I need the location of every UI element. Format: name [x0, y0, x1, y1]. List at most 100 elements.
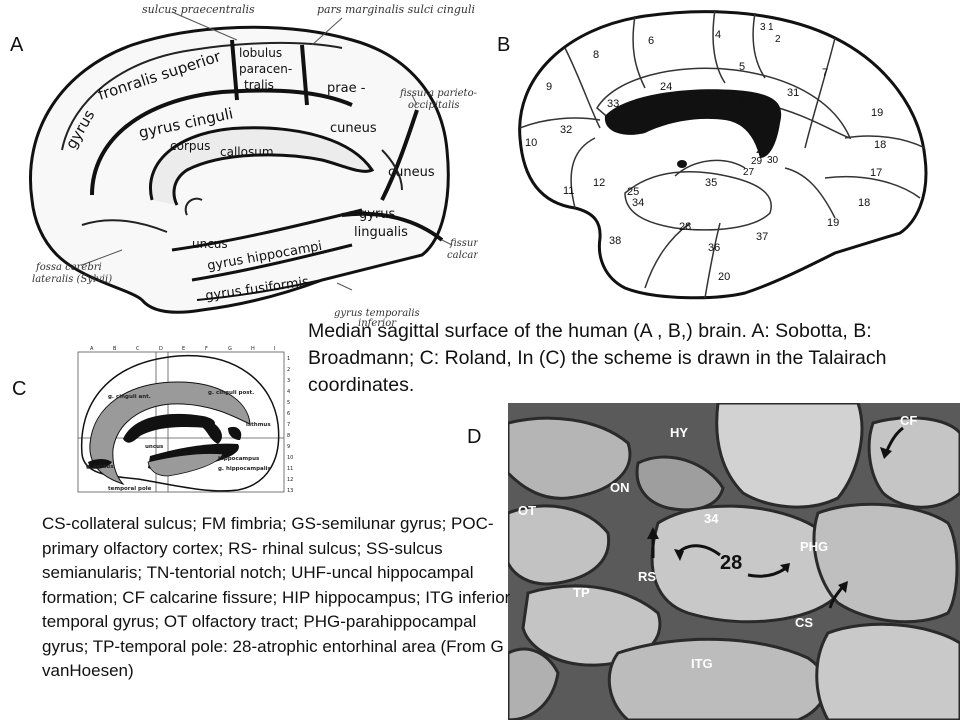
c-label-cinguli-ant: g. cinguli ant.: [108, 394, 151, 400]
c-grid-9: 9: [287, 444, 290, 450]
b-area-20: 20: [718, 271, 730, 283]
b-area-24: 24: [660, 81, 672, 93]
c-grid-g: G: [228, 346, 232, 352]
b-area-33: 33: [607, 98, 619, 110]
a-label-gyrus-lingualis-1: gyrus: [359, 207, 396, 222]
b-area-36: 36: [708, 242, 720, 254]
b-area-4: 4: [715, 29, 721, 41]
b-area-1: 1: [768, 22, 774, 33]
c-grid-12: 12: [287, 477, 293, 483]
b-area-31: 31: [787, 87, 799, 99]
c-grid-1: 1: [287, 356, 290, 362]
a-label-pars-marginalis: pars marginalis sulci cinguli: [317, 3, 475, 16]
b-area-23: 23: [741, 95, 753, 107]
c-grid-11: 11: [287, 466, 293, 472]
c-grid-6: 6: [287, 411, 290, 417]
c-label-isthmus: isthmus: [246, 422, 271, 428]
c-grid-a: A: [90, 346, 94, 352]
panel-b-figure: 3 1 2 4 6 8 5 7 9 24 33 23 31 19 32 10 1…: [518, 9, 928, 300]
d-label-tp: TP: [573, 585, 590, 600]
a-label-paracen: paracen-: [239, 62, 292, 76]
d-label-28: 28: [720, 552, 742, 574]
b-area-25: 25: [627, 186, 639, 198]
a-label-inferior: inferior: [358, 318, 397, 329]
b-area-30: 30: [767, 155, 779, 166]
b-area-8: 8: [593, 49, 599, 61]
d-label-rs: RS: [638, 569, 656, 584]
b-area-11: 11: [563, 185, 574, 197]
figure-caption: Median sagittal surface of the human (A …: [308, 320, 887, 396]
c-grid-h: H: [251, 346, 255, 352]
b-area-27: 27: [743, 167, 755, 178]
b-area-34: 34: [632, 197, 644, 209]
c-grid-7: 7: [287, 422, 290, 428]
c-label-hippocampus: hippocampus: [218, 456, 260, 462]
c-grid-d: D: [159, 346, 163, 352]
panel-c-letter: C: [12, 378, 27, 400]
b-area-29: 29: [751, 156, 763, 167]
abbreviation-legend: CS-collateral sulcus; FM fimbria; GS-sem…: [42, 514, 511, 680]
panel-b-letter: B: [497, 34, 511, 56]
b-area-3: 3: [760, 22, 766, 33]
c-grid-b: B: [113, 346, 117, 352]
c-grid-e: E: [182, 346, 185, 352]
panel-d-letter: D: [467, 426, 482, 448]
a-label-cuneus-lower: cuneus: [388, 165, 435, 180]
b-area-32: 32: [560, 124, 572, 136]
b-area-2: 2: [775, 34, 781, 45]
a-label-corpus: corpus: [170, 139, 210, 153]
a-label-cuneus-upper: cuneus: [330, 121, 377, 136]
d-label-cs: CS: [795, 615, 813, 630]
b-area-6: 6: [648, 35, 654, 47]
panel-a-letter: A: [10, 34, 24, 56]
c-grid-3: 3: [287, 378, 290, 384]
c-grid-10: 10: [287, 455, 293, 461]
d-label-34: 34: [704, 511, 719, 526]
b-area-37: 37: [756, 231, 768, 243]
d-label-cf: CF: [900, 413, 917, 428]
panel-d-photo: HY CF ON OT 34 28 PHG RS TP CS ITG: [508, 403, 960, 720]
d-label-ot: OT: [518, 503, 536, 518]
panel-c-figure: A B C D E F G H I 1 2 3 4 5 6 7 8 9 10 1…: [68, 344, 296, 500]
b-area-19-upper: 19: [871, 107, 883, 119]
b-area-9: 9: [546, 81, 552, 93]
a-label-occipitalis: occipitalis: [408, 100, 460, 111]
d-label-on: ON: [610, 480, 630, 495]
a-label-uncus: uncus: [192, 237, 228, 251]
a-label-gyrus-lingualis-2: lingualis: [354, 225, 408, 240]
b-area-18-upper: 18: [874, 139, 886, 151]
b-area-5: 5: [739, 61, 745, 73]
c-grid-numbers: 1 2 3 4 5 6 7 8 9 10 11 12 13: [287, 356, 293, 494]
a-label-fissura-parieto: fissura parieto-: [399, 88, 478, 99]
d-label-phg: PHG: [800, 539, 828, 554]
c-grid-5: 5: [287, 400, 290, 406]
c-label-hippocampalis: g. hippocampalis: [218, 466, 272, 472]
b-area-28: 28: [679, 221, 691, 233]
c-grid-13: 13: [287, 488, 293, 494]
b-area-7: 7: [822, 67, 828, 79]
a-label-temporalis: gyrus temporalis: [334, 308, 420, 319]
c-grid-2: 2: [287, 367, 290, 373]
b-area-10: 10: [525, 137, 537, 149]
d-label-hy: HY: [670, 425, 688, 440]
c-grid-c: C: [136, 346, 140, 352]
d-label-itg: ITG: [691, 656, 713, 671]
b-area-18-lower: 18: [858, 197, 870, 209]
a-label-calcarina: calcarina: [447, 250, 478, 261]
b-area-38: 38: [609, 235, 621, 247]
c-grid-f: F: [205, 346, 208, 352]
a-label-lateralis: lateralis (Sylvii): [32, 274, 112, 285]
a-label-fissura: fissura: [449, 238, 478, 249]
panel-a-figure: sulcus praecentralis pars marginalis sul…: [29, 3, 478, 329]
c-label-rectus: g. rectus: [86, 464, 114, 470]
b-area-19-lower: 19: [827, 217, 839, 229]
c-label-uncus: uncus: [145, 444, 164, 450]
c-grid-8: 8: [287, 433, 290, 439]
c-label-temporal-pole: temporal pole: [108, 486, 152, 492]
c-grid-letters: A B C D E F G H I: [90, 346, 275, 352]
b-area-26: 26: [756, 145, 768, 156]
a-label-callosum: callosum: [220, 145, 274, 159]
a-label-fossa: fossa cerebri: [35, 262, 102, 273]
a-label-prae: prae -: [327, 81, 366, 96]
a-label-lobulus: lobulus: [239, 46, 282, 60]
